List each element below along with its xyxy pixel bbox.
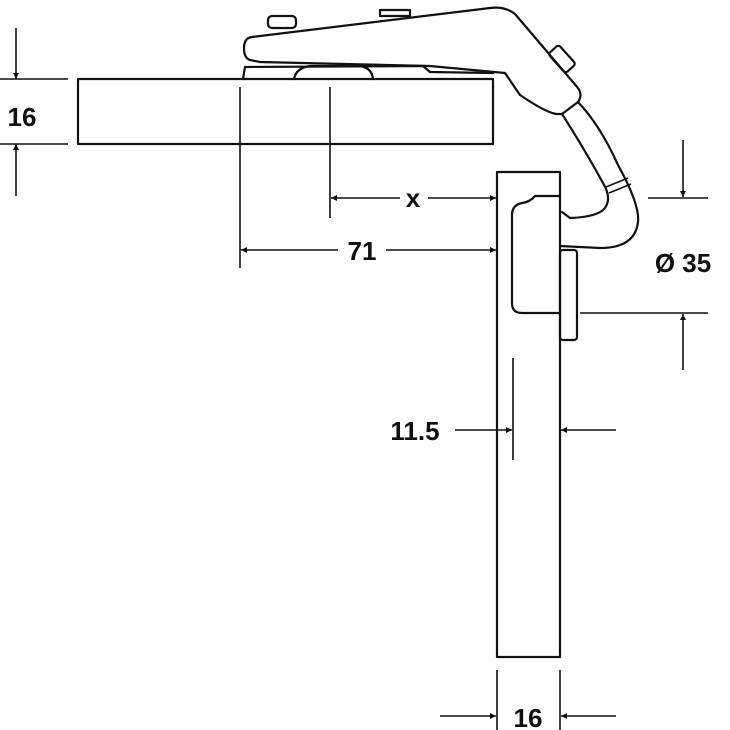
label-diameter-35: Ø 35 (655, 248, 711, 278)
arm-adjust-screw (548, 44, 576, 74)
door-panel (495, 170, 562, 659)
dim-panel-thickness: 16 (0, 28, 68, 196)
cabinet-panel (76, 77, 495, 146)
label-16-panel: 16 (8, 102, 37, 132)
label-11-5: 11.5 (390, 416, 439, 446)
arm-screw-left (266, 14, 298, 30)
dim-overlay-x: x (329, 87, 496, 218)
plate-boss (292, 64, 375, 81)
hinge-cup (510, 194, 562, 315)
cup-flange (558, 248, 579, 342)
label-x: x (406, 183, 421, 213)
knuckle-band (605, 177, 632, 194)
dim-71: 71 (239, 87, 496, 268)
dim-door-thickness: 16 (440, 670, 616, 730)
hinge-knuckle-inner (560, 112, 610, 220)
label-71: 71 (348, 236, 377, 266)
hinge-knuckle (558, 100, 640, 250)
dim-cup-diameter: Ø 35 (580, 140, 711, 370)
dim-11-5: 11.5 (390, 358, 616, 460)
arm-screw-center (378, 8, 412, 18)
hinge-arm (242, 6, 582, 116)
label-16-door: 16 (514, 703, 543, 730)
